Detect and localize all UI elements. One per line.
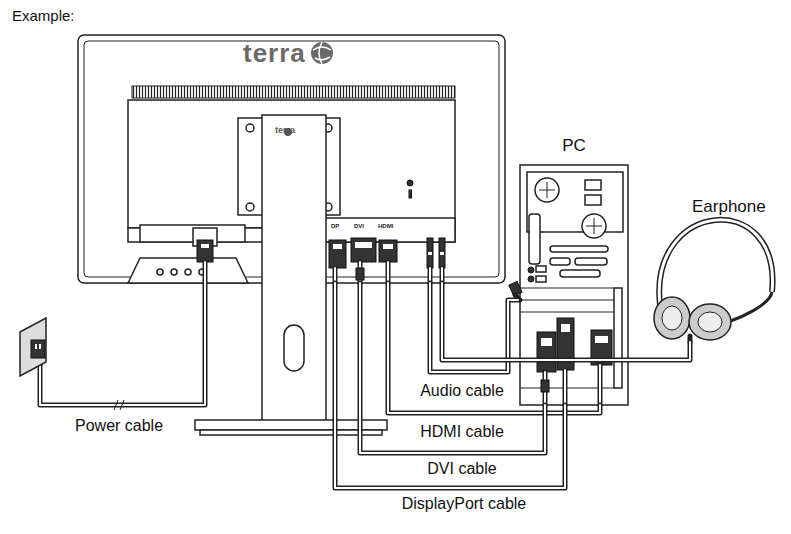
device-title: Earphone (692, 197, 766, 217)
port-label: HDMI (378, 223, 393, 230)
cable-connector (442, 283, 690, 360)
cable-outline (442, 283, 690, 360)
cable-core (335, 283, 565, 488)
cable-stub (335, 262, 442, 283)
cable-label: DisplayPort cable (400, 495, 529, 513)
brand-logo: terra (243, 39, 306, 69)
cable-label: HDMI cable (418, 423, 506, 441)
monitor-node: terra terra (78, 35, 505, 283)
brand-logo: terra (275, 125, 295, 135)
pc-node: PC (518, 134, 630, 405)
cable-label: DVI cable (425, 460, 498, 478)
cable-connector (335, 283, 565, 488)
power-cable (40, 262, 205, 410)
cable-outline (360, 283, 545, 453)
example-heading: Example: (12, 7, 75, 24)
cable-label: Power cable (75, 417, 163, 435)
cable-outline (335, 283, 565, 488)
earphone-node: Earphone (640, 195, 780, 342)
cable-core (442, 283, 690, 360)
cable-stub (515, 295, 600, 405)
port-label: DVI (354, 223, 364, 230)
cable-connector (360, 283, 545, 453)
pc-tower (509, 165, 628, 405)
earphone (654, 220, 773, 342)
cable-label: Audio cable (418, 382, 506, 400)
device-title: PC (562, 136, 586, 156)
wall-outlet (20, 318, 46, 376)
cable-outline (388, 283, 600, 413)
cable-core (388, 283, 600, 413)
cable-connector (388, 283, 600, 413)
port-label: DP (331, 223, 339, 230)
cable-core (360, 283, 545, 453)
